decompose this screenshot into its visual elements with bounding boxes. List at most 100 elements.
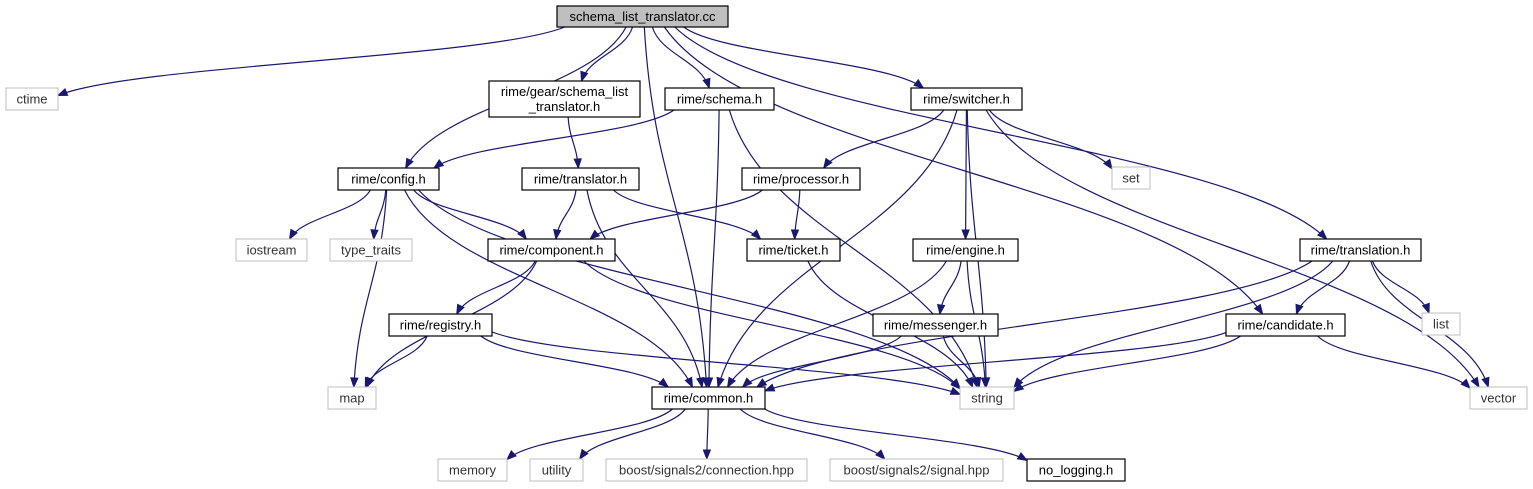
dependency-edge (674, 26, 1328, 240)
node-signal: boost/signals2/signal.hpp (829, 458, 1004, 482)
dependency-edge (586, 189, 703, 388)
arrowhead (949, 386, 962, 395)
node-label: rime/engine.h (926, 243, 1005, 258)
edge-registry-to-string (491, 331, 962, 395)
node-label: rime/candidate.h (1237, 318, 1333, 333)
arrowhead (913, 78, 925, 89)
node-gear_slt[interactable]: rime/gear/schema_list_translator.h (488, 80, 641, 118)
edge-messenger-to-string (942, 335, 982, 389)
node-box[interactable] (741, 167, 861, 191)
edge-config-to-common (404, 189, 694, 389)
node-box[interactable] (872, 313, 999, 337)
node-messenger[interactable]: rime/messenger.h (872, 313, 999, 337)
edge-engine-to-common (726, 260, 947, 389)
arrowhead (1460, 378, 1471, 390)
node-schema[interactable]: rime/schema.h (664, 87, 775, 111)
node-label: vector (1481, 391, 1517, 406)
dependency-edge (756, 260, 1313, 388)
node-registry[interactable]: rime/registry.h (388, 313, 493, 337)
node-label: map (339, 391, 364, 406)
dependency-edge (580, 26, 634, 82)
edge-registry-to-map (364, 335, 428, 389)
dependency-edge (764, 408, 1028, 461)
node-label: rime/processor.h (753, 172, 849, 187)
node-box[interactable] (556, 5, 729, 28)
arrowhead (950, 379, 961, 390)
edge-config-to-map (350, 189, 388, 389)
dependency-edge (985, 109, 1480, 388)
arrowhead (553, 229, 562, 241)
edge-switcher-to-vector (985, 109, 1480, 389)
node-box[interactable] (521, 167, 640, 191)
dependency-edge (353, 189, 388, 388)
arrowhead (750, 229, 762, 240)
node-box[interactable] (1026, 458, 1126, 482)
node-translator[interactable]: rime/translator.h (521, 167, 640, 191)
dependency-edge (708, 109, 720, 388)
dependency-edge (823, 109, 945, 169)
dependency-edge (364, 335, 428, 388)
node-box[interactable] (337, 167, 440, 191)
node-common[interactable]: rime/common.h (651, 386, 766, 410)
edge-translation-to-candidate (1295, 260, 1351, 316)
node-processor[interactable]: rime/processor.h (741, 167, 861, 191)
arrowhead (350, 377, 359, 389)
dependency-edge (663, 26, 1264, 315)
node-translation[interactable]: rime/translation.h (1299, 238, 1422, 262)
node-memory: memory (437, 458, 508, 482)
node-box (605, 458, 808, 482)
dependency-edge (589, 189, 763, 240)
arrowhead (573, 158, 582, 170)
node-label: iostream (247, 243, 297, 258)
arrowhead (741, 377, 753, 388)
node-box[interactable] (388, 313, 493, 337)
node-candidate[interactable]: rime/candidate.h (1225, 313, 1346, 337)
node-label: type_traits (341, 243, 401, 258)
node-box[interactable] (488, 80, 641, 118)
arrowhead (763, 383, 776, 392)
node-label: string (971, 391, 1003, 406)
node-box[interactable] (746, 238, 841, 262)
edge-processor-to-ticket (790, 189, 801, 241)
arrowhead (875, 449, 886, 460)
edge-gear_slt-to-translator (567, 116, 582, 170)
node-vector: vector (1469, 386, 1528, 410)
edge-common-to-utility (578, 408, 686, 461)
node-box (235, 238, 308, 262)
node-type_traits: type_traits (329, 238, 413, 262)
node-switcher[interactable]: rime/switcher.h (910, 87, 1023, 111)
edge-common-to-signal (739, 408, 886, 460)
node-root[interactable]: schema_list_translator.cc (556, 5, 729, 28)
edge-translator-to-common (586, 189, 705, 389)
node-box[interactable] (910, 87, 1023, 111)
node-box (437, 458, 508, 482)
arrowhead (726, 376, 737, 389)
node-no_logging[interactable]: no_logging.h (1026, 458, 1126, 482)
node-box[interactable] (1225, 313, 1346, 337)
node-component[interactable]: rime/component.h (487, 238, 616, 262)
edge-candidate-to-common (763, 331, 1227, 392)
dependency-edge (456, 260, 536, 315)
arrowhead (1295, 303, 1304, 316)
node-label: rime/schema.h (677, 92, 762, 107)
node-label: rime/messenger.h (884, 318, 987, 333)
node-box[interactable] (912, 238, 1019, 262)
arrowhead (980, 377, 990, 389)
edge-translation-to-list (1371, 260, 1430, 315)
node-label: ctime (16, 92, 47, 107)
node-ticket[interactable]: rime/ticket.h (746, 238, 841, 262)
node-box[interactable] (651, 386, 766, 410)
node-box (529, 458, 584, 482)
node-box[interactable] (1299, 238, 1422, 262)
arrowhead (1470, 376, 1480, 389)
node-config[interactable]: rime/config.h (337, 167, 440, 191)
node-box[interactable] (664, 87, 775, 111)
node-engine[interactable]: rime/engine.h (912, 238, 1019, 262)
node-box (829, 458, 1004, 482)
arrowhead (1012, 382, 1025, 393)
node-label: rime/component.h (499, 243, 603, 258)
node-box[interactable] (487, 238, 616, 262)
edge-candidate-to-string (1012, 335, 1241, 393)
node-box (1111, 166, 1151, 190)
node-connection: boost/signals2/connection.hpp (605, 458, 808, 482)
